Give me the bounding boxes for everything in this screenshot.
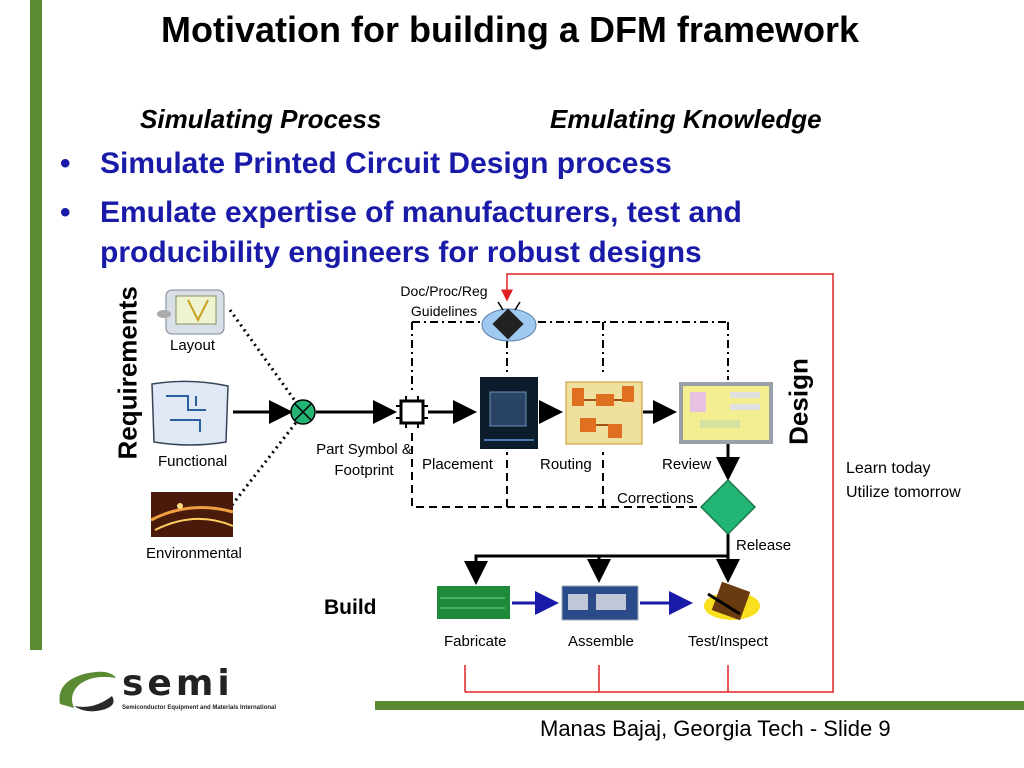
requirement-arrows bbox=[228, 309, 300, 506]
main-flow-arrows bbox=[233, 400, 740, 585]
part-symbol-icon bbox=[396, 396, 428, 428]
corrections-loop bbox=[411, 430, 697, 508]
review-label: Review bbox=[662, 456, 712, 473]
bullet-2-text: Emulate expertise of manufacturers, test… bbox=[100, 196, 742, 269]
bottom-accent-line bbox=[375, 701, 1024, 710]
guidelines-label: Doc/Proc/Reg Guidelines bbox=[400, 283, 488, 319]
semi-logo-wordmark: semi bbox=[122, 663, 234, 704]
functional-icon bbox=[151, 380, 229, 446]
guideline-dashes bbox=[411, 321, 729, 390]
feedback-loop bbox=[464, 273, 834, 693]
learn-note-line-1: Learn today bbox=[846, 460, 931, 477]
placement-icon bbox=[480, 377, 538, 449]
layout-label: Layout bbox=[170, 337, 216, 354]
bullet-1: • Simulate Printed Circuit Design proces… bbox=[60, 144, 860, 184]
placement-label: Placement bbox=[422, 456, 493, 473]
assemble-label: Assemble bbox=[568, 633, 634, 650]
assemble-icon bbox=[561, 585, 639, 621]
subtitle-emulating: Emulating Knowledge bbox=[550, 104, 822, 134]
left-accent-bar bbox=[30, 0, 42, 650]
test-inspect-icon bbox=[704, 581, 760, 621]
subtitle-simulating: Simulating Process bbox=[140, 104, 382, 134]
guidelines-icon bbox=[481, 301, 537, 342]
routing-icon bbox=[565, 381, 643, 445]
fabricate-label: Fabricate bbox=[444, 633, 507, 650]
bullet-dot: • bbox=[60, 196, 71, 229]
environmental-label: Environmental bbox=[146, 545, 242, 562]
routing-label: Routing bbox=[540, 456, 592, 473]
semi-logo-tagline: Semiconductor Equipment and Materials In… bbox=[122, 705, 277, 711]
bullet-1-text: Simulate Printed Circuit Design process bbox=[100, 147, 672, 180]
learn-note-line-2: Utilize tomorrow bbox=[846, 484, 961, 501]
release-label: Release bbox=[736, 537, 792, 554]
corrections-label: Corrections bbox=[617, 490, 694, 507]
part-symbol-label: Part Symbol & Footprint bbox=[316, 441, 412, 479]
review-icon bbox=[679, 382, 773, 444]
corrections-decision-diamond bbox=[699, 478, 757, 536]
slide-title: Motivation for building a DFM framework bbox=[160, 9, 859, 50]
environmental-image bbox=[150, 492, 234, 537]
test-inspect-label: Test/Inspect bbox=[688, 633, 769, 650]
semi-logo-mark-icon bbox=[59, 671, 116, 712]
functional-label: Functional bbox=[158, 453, 228, 470]
fabricate-icon bbox=[437, 586, 510, 619]
bullet-2: • Emulate expertise of manufacturers, te… bbox=[60, 193, 860, 273]
layout-icon bbox=[157, 289, 225, 335]
learn-note: Learn today Utilize tomorrow bbox=[846, 457, 961, 505]
bullet-dot: • bbox=[60, 147, 71, 180]
semi-logo: semi Semiconductor Equipment and Materia… bbox=[54, 662, 344, 722]
junction-icon bbox=[290, 399, 316, 425]
build-label: Build bbox=[324, 596, 377, 619]
requirements-label: Requirements bbox=[112, 286, 143, 460]
design-label: Design bbox=[783, 358, 814, 445]
slide-footer: Manas Bajaj, Georgia Tech - Slide 9 bbox=[540, 716, 891, 741]
